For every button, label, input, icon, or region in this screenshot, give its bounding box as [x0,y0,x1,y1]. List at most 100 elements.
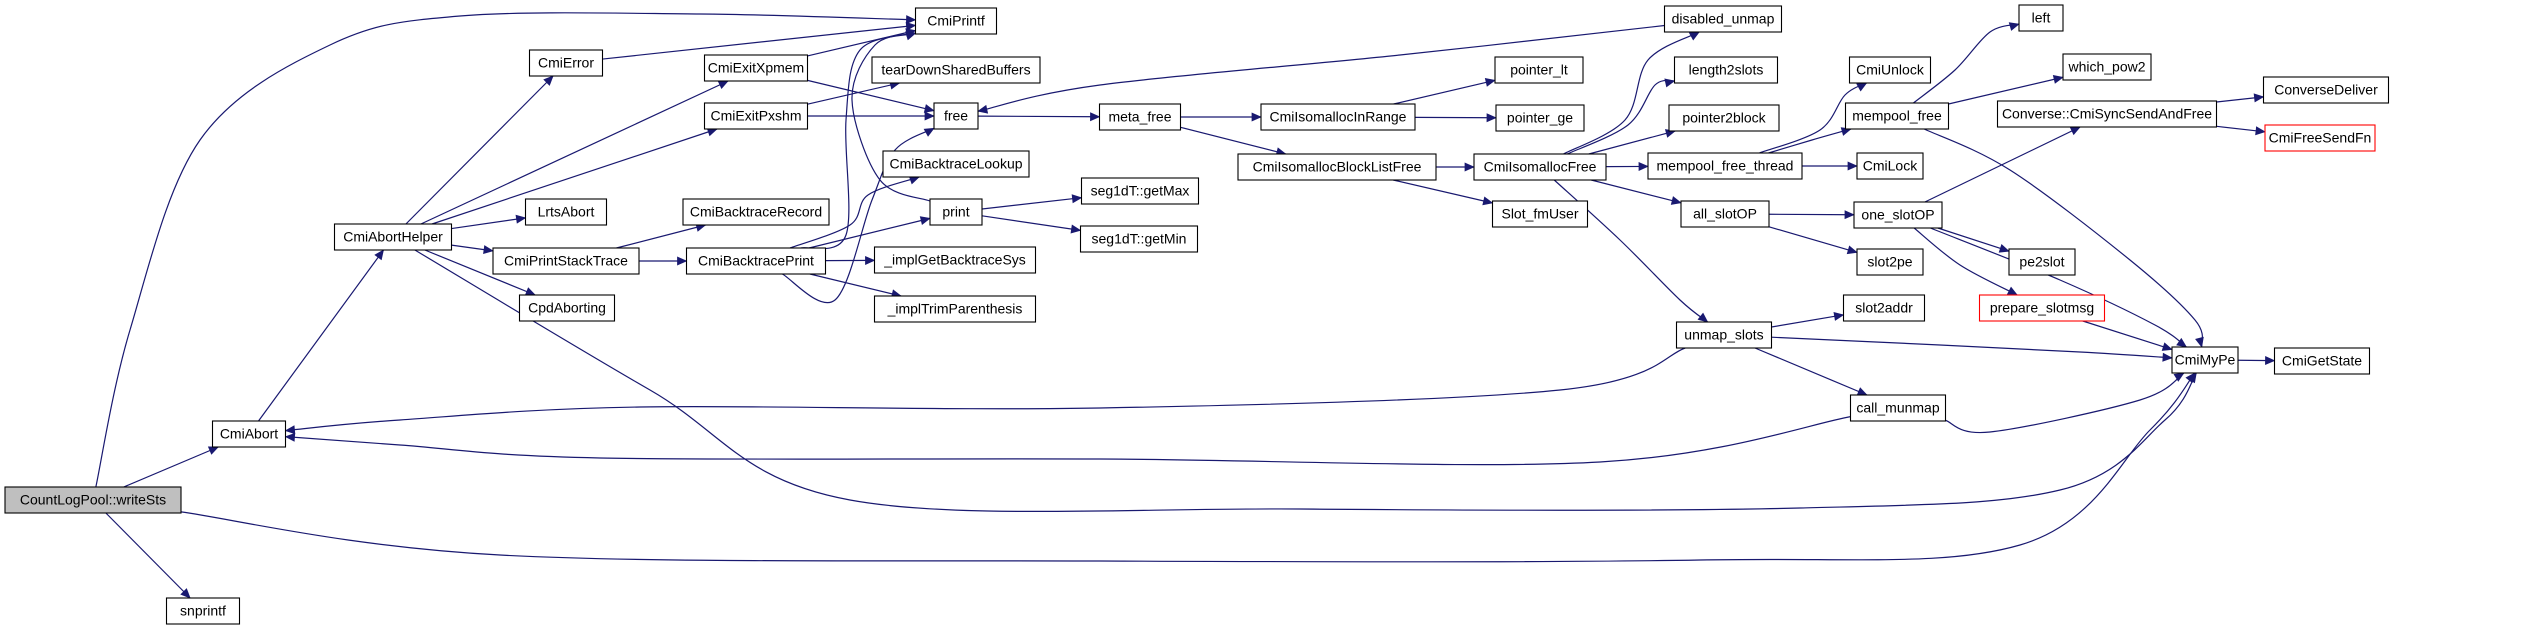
node-label: CmiPrintStackTrace [504,253,628,269]
node-label: free [944,108,968,124]
graph-node-CmiUnlock[interactable]: CmiUnlock [1848,56,1932,84]
node-label: CmiAbort [220,426,278,442]
edge-mempool_free_thread-to-mempool_free [1768,127,1852,154]
graph-node-implTrimParenthesis[interactable]: _implTrimParenthesis [873,295,1037,323]
graph-node-CmiBacktraceLookup[interactable]: CmiBacktraceLookup [882,150,1030,178]
graph-node-pointer_ge[interactable]: pointer_ge [1495,104,1585,132]
edge-disabled_unmap-to-free [977,24,1665,114]
node-box [914,7,998,35]
node-box [1663,5,1783,33]
node-label: all_slotOP [1693,206,1757,222]
edge-CmiAbortHelper-to-CmiExitXpmem [420,80,729,225]
graph-node-ConverseDeliver[interactable]: ConverseDeliver [2262,76,2390,104]
graph-node-pe2slot[interactable]: pe2slot [2008,248,2076,276]
graph-node-slot2pe[interactable]: slot2pe [1856,248,1924,276]
graph-node-CmiGetState[interactable]: CmiGetState [2273,347,2371,375]
edge-writeSts-to-CmiPrintf [95,12,917,488]
node-box [685,247,827,275]
graph-node-CmiExitXpmem[interactable]: CmiExitXpmem [703,54,809,82]
graph-node-CmiAbort[interactable]: CmiAbort [211,420,287,448]
edge-ConverseSync-to-ConverseDeliver [2216,93,2265,103]
node-label: pointer_lt [1510,62,1568,78]
edge-writeSts-to-snprintf [105,512,191,599]
edge-ConverseSync-to-CmiFreeSendFn [2216,125,2266,136]
node-label: _implTrimParenthesis [887,301,1023,317]
graph-node-CmiError[interactable]: CmiError [528,49,604,77]
node-box [1491,200,1589,228]
graph-node-CmiIsomallocInRange[interactable]: CmiIsomallocInRange [1260,103,1416,131]
graph-node-CpdAborting[interactable]: CpdAborting [518,294,616,322]
node-box [2062,53,2152,81]
edge-CmiBacktracePrint-to-CmiBacktraceLookup [789,175,920,249]
edge-CmiBacktracePrint-to-CmiPrintf [800,31,917,250]
edge-CmiPrintStackTrace-to-CmiBacktraceRecord [616,222,707,249]
graph-node-CmiLock[interactable]: CmiLock [1856,152,1924,180]
node-label: one_slotOP [1861,207,1934,223]
graph-node-slot2addr[interactable]: slot2addr [1842,294,1926,322]
edge-CmiIsomallocFree-to-disabled_unmap [1563,31,1700,155]
graph-node-CmiBacktraceRecord[interactable]: CmiBacktraceRecord [682,198,830,226]
graph-node-pointer_lt[interactable]: pointer_lt [1494,56,1584,84]
graph-node-one_slotOP[interactable]: one_slotOP [1853,201,1943,229]
edge-CmiAbortHelper-to-CmiPrintStackTrace [451,244,494,255]
graph-node-getMax[interactable]: seg1dT::getMax [1080,177,1200,205]
graph-node-Slot_fmUser[interactable]: Slot_fmUser [1491,200,1589,228]
edge-CmiAbortHelper-to-CmiError [405,75,554,225]
graph-node-getMin[interactable]: seg1dT::getMin [1079,225,1199,253]
node-label: CmiExitPxshm [710,108,801,124]
graph-node-ConverseSync[interactable]: Converse::CmiSyncSendAndFree [1996,100,2218,128]
graph-node-print[interactable]: print [929,198,983,226]
edge-unmap_slots-to-CmiMyPe [1771,336,2173,362]
graph-node-which_pow2[interactable]: which_pow2 [2062,53,2152,81]
node-box [4,486,182,514]
graph-node-left[interactable]: left [2018,4,2064,32]
graph-node-CmiBacktracePrint[interactable]: CmiBacktracePrint [685,247,827,275]
node-box [1260,103,1416,131]
graph-node-implGetBacktraceSys[interactable]: _implGetBacktraceSys [873,246,1037,274]
node-label: tearDownSharedBuffers [881,62,1030,78]
node-label: call_munmap [1856,400,1939,416]
edge-CmiBacktracePrint-to-free [782,127,935,304]
node-box [524,198,608,226]
graph-node-prepare_slotmsg[interactable]: prepare_slotmsg [1978,294,2106,322]
edge-mempool_free_thread-to-CmiUnlock [1759,82,1868,154]
node-box [528,49,604,77]
graph-node-tearDownSharedBuffers[interactable]: tearDownSharedBuffers [871,56,1041,84]
graph-node-length2slots[interactable]: length2slots [1673,56,1779,84]
node-box [2171,346,2239,374]
graph-node-LrtsAbort[interactable]: LrtsAbort [524,198,608,226]
node-box [1853,201,1943,229]
graph-node-meta_free[interactable]: meta_free [1098,103,1182,131]
node-box [1647,152,1803,180]
node-box [703,54,809,82]
graph-node-CmiFreeSendFn[interactable]: CmiFreeSendFn [2264,124,2376,152]
graph-node-snprintf[interactable]: snprintf [165,597,241,625]
graph-node-call_munmap[interactable]: call_munmap [1849,394,1947,422]
graph-node-free[interactable]: free [933,102,979,130]
graph-node-disabled_unmap[interactable]: disabled_unmap [1663,5,1783,33]
edge-print-to-getMax [981,194,1083,210]
graph-node-CmiIsomallocBlockListFree[interactable]: CmiIsomallocBlockListFree [1237,153,1437,181]
graph-node-CmiIsomallocFree[interactable]: CmiIsomallocFree [1473,153,1607,181]
graph-node-CmiPrintStackTrace[interactable]: CmiPrintStackTrace [492,247,640,275]
node-label: _implGetBacktraceSys [883,252,1026,268]
graph-node-CmiAbortHelper[interactable]: CmiAbortHelper [333,223,453,251]
graph-node-CmiPrintf[interactable]: CmiPrintf [914,7,998,35]
graph-node-unmap_slots[interactable]: unmap_slots [1675,321,1773,349]
node-label: CmiExitXpmem [708,60,804,76]
node-label: CmiPrintf [927,13,985,29]
graph-node-mempool_free_thread[interactable]: mempool_free_thread [1647,152,1803,180]
graph-node-writeSts[interactable]: CountLogPool::writeSts [4,486,182,514]
graph-node-all_slotOP[interactable]: all_slotOP [1680,200,1770,228]
node-box [1237,153,1437,181]
edge-CmiExitXpmem-to-free [807,79,935,113]
node-box [1842,294,1926,322]
node-label: slot2addr [1855,300,1913,316]
node-box [682,198,830,226]
graph-node-CmiExitPxshm[interactable]: CmiExitPxshm [703,102,809,130]
graph-node-mempool_free[interactable]: mempool_free [1844,102,1950,130]
graph-node-pointer2block[interactable]: pointer2block [1668,104,1780,132]
graph-node-CmiMyPe[interactable]: CmiMyPe [2171,346,2239,374]
